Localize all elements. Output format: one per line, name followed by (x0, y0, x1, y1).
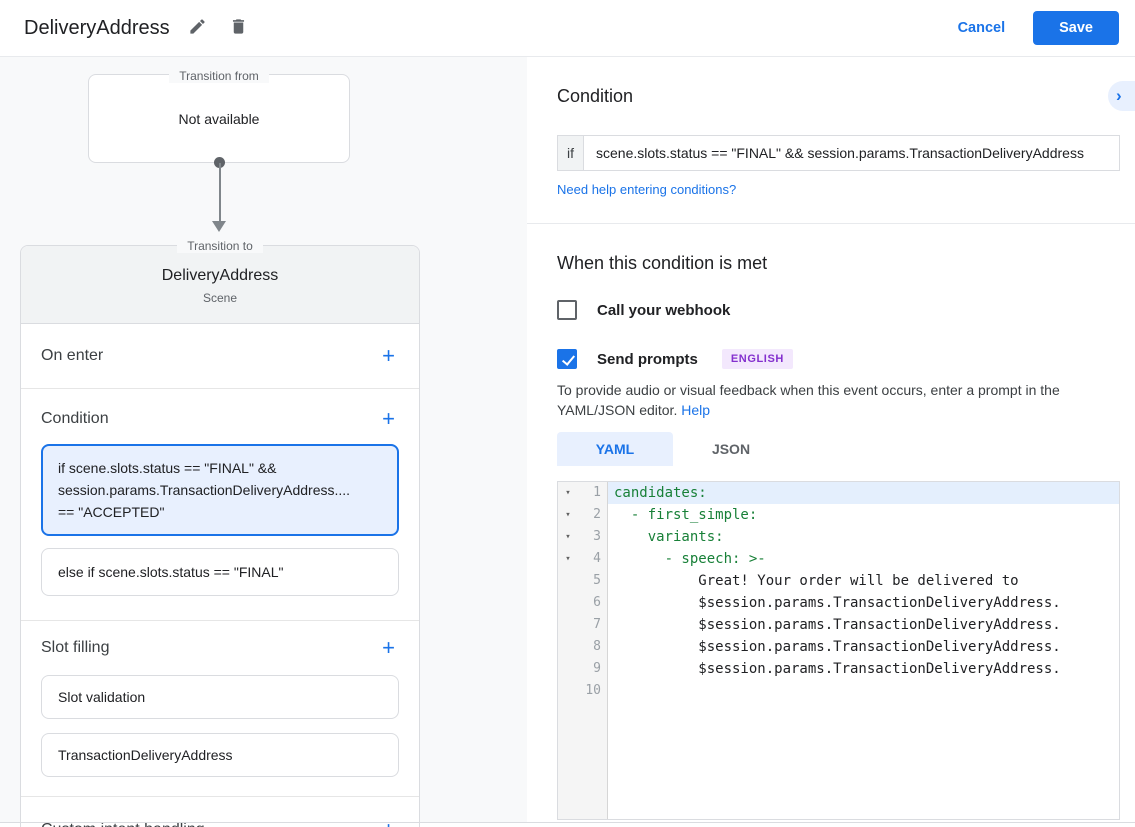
page-title: DeliveryAddress (24, 16, 170, 39)
fold-arrow-icon[interactable]: ▾ (565, 532, 571, 542)
add-condition-button[interactable]: + (378, 406, 399, 432)
code-line[interactable]: 9 $session.params.TransactionDeliveryAdd… (558, 658, 1119, 680)
bottom-scroll-divider (0, 822, 1135, 823)
code-line[interactable]: ▾3 variants: (558, 526, 1119, 548)
condition-panel-title: Condition (557, 86, 634, 106)
fold-arrow-icon[interactable]: ▾ (565, 510, 571, 520)
add-slot-button[interactable]: + (378, 635, 399, 661)
top-bar: DeliveryAddress Cancel Save (0, 0, 1135, 57)
condition-expression-row: if (557, 135, 1120, 171)
fold-arrow-icon[interactable]: ▾ (565, 488, 571, 498)
cancel-button[interactable]: Cancel (942, 12, 1022, 44)
code-line[interactable] (558, 702, 1119, 724)
condition-detail-panel: Condition › if Need help entering condit… (527, 57, 1135, 822)
condition-label: Condition (41, 410, 109, 427)
chevron-right-icon: › (1116, 86, 1122, 105)
code-line[interactable]: ▾4 - speech: >- (558, 548, 1119, 570)
code-line[interactable] (558, 768, 1119, 790)
section-condition: Condition + if scene.slots.status == "FI… (21, 389, 419, 621)
yaml-code-editor[interactable]: ▾1 candidates: ▾2 - first_simple: ▾3 var… (557, 481, 1120, 820)
editor-tabs: YAML JSON (557, 432, 789, 466)
connector-dot (214, 157, 225, 168)
transition-from-value: Not available (178, 111, 260, 127)
slot-card[interactable]: TransactionDeliveryAddress (41, 733, 399, 777)
collapse-panel-button[interactable]: › (1108, 81, 1135, 111)
section-on-enter: On enter + (21, 324, 419, 389)
condition-card[interactable]: else if scene.slots.status == "FINAL" (41, 548, 399, 596)
condition-card-selected[interactable]: if scene.slots.status == "FINAL" && sess… (41, 444, 399, 536)
edit-title-button[interactable] (184, 13, 211, 43)
fold-arrow-icon[interactable]: ▾ (565, 554, 571, 564)
pencil-icon (188, 17, 207, 39)
connector-line (218, 163, 221, 223)
condition-expression-input[interactable] (584, 136, 1119, 170)
code-line[interactable] (558, 790, 1119, 812)
code-line[interactable]: ▾1 candidates: (558, 482, 1119, 504)
tab-json[interactable]: JSON (673, 432, 789, 466)
transition-to-card: DeliveryAddress Scene On enter + Conditi… (20, 245, 420, 827)
scene-type: Scene (202, 291, 238, 305)
on-enter-label: On enter (41, 347, 104, 364)
if-prefix-label: if (558, 136, 584, 170)
transition-from-legend: Transition from (89, 67, 349, 85)
delete-scene-button[interactable] (225, 13, 252, 43)
prompt-description: To provide audio or visual feedback when… (557, 382, 1060, 418)
save-button[interactable]: Save (1033, 11, 1119, 45)
code-line[interactable] (558, 724, 1119, 746)
send-prompts-checkbox[interactable] (557, 349, 577, 369)
section-slot-filling: Slot filling + Slot validation Transacti… (21, 621, 419, 797)
condition-help-link[interactable]: Need help entering conditions? (557, 182, 737, 197)
code-line[interactable]: 6 $session.params.TransactionDeliveryAdd… (558, 592, 1119, 614)
slot-filling-label: Slot filling (41, 639, 110, 656)
code-line[interactable]: 8 $session.params.TransactionDeliveryAdd… (558, 636, 1119, 658)
code-line[interactable] (558, 812, 1119, 819)
scene-name: DeliveryAddress (161, 267, 279, 284)
webhook-checkbox[interactable] (557, 300, 577, 320)
help-link[interactable]: Help (681, 402, 711, 418)
code-line[interactable] (558, 746, 1119, 768)
language-badge: ENGLISH (721, 349, 793, 369)
send-prompts-row[interactable]: Send prompts ENGLISH (557, 349, 793, 369)
transition-to-legend: Transition to (20, 237, 420, 255)
webhook-label[interactable]: Call your webhook (597, 301, 731, 319)
trash-icon (229, 17, 248, 39)
code-line[interactable]: ▾2 - first_simple: (558, 504, 1119, 526)
flow-panel: Transition from Not available Transition… (0, 57, 527, 827)
scene-card-header: DeliveryAddress Scene (21, 246, 419, 324)
code-line[interactable]: 7 $session.params.TransactionDeliveryAdd… (558, 614, 1119, 636)
slot-validation-card[interactable]: Slot validation (41, 675, 399, 719)
code-line[interactable]: 5 Great! Your order will be delivered to (558, 570, 1119, 592)
send-prompts-label[interactable]: Send prompts (597, 350, 698, 368)
connector-arrowhead-icon (212, 221, 226, 232)
code-line[interactable]: 10 (558, 680, 1119, 702)
when-met-title: When this condition is met (557, 253, 768, 273)
custom-intent-label: Custom intent handling (41, 821, 205, 827)
add-on-enter-button[interactable]: + (378, 343, 399, 369)
call-webhook-row[interactable]: Call your webhook (557, 300, 730, 320)
transition-from-box: Transition from Not available (88, 69, 350, 163)
tab-yaml[interactable]: YAML (557, 432, 673, 466)
panel-divider (527, 223, 1135, 224)
